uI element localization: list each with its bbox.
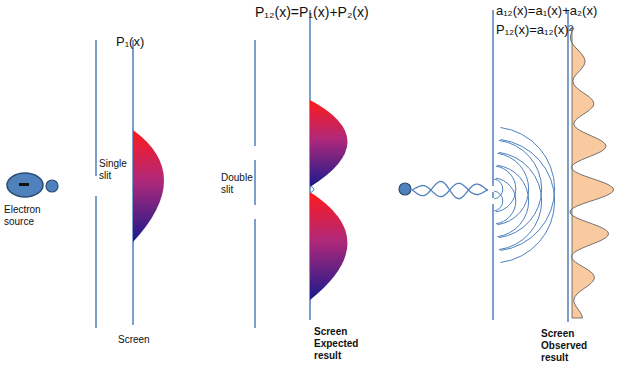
- wave-packet: [412, 182, 488, 199]
- wavefront: [496, 178, 516, 224]
- electron: [399, 183, 411, 195]
- double-slit-barrier: [492, 10, 494, 320]
- wavefronts: [494, 128, 554, 263]
- wavefront: [499, 140, 542, 237]
- expected-distribution: [310, 100, 348, 187]
- wavefront: [494, 191, 503, 211]
- screen: [567, 10, 569, 322]
- formula: P₁₂(x)=a₁₂(x)²: [496, 22, 620, 38]
- electron: [46, 180, 58, 192]
- screen-label: Screen: [118, 334, 168, 346]
- screen-label: Screen Expected result: [314, 326, 366, 362]
- minus-sign: [19, 183, 29, 186]
- formula: P₁₂(x)=P₁(x)+P₂(x): [255, 4, 455, 21]
- interference-pattern: [570, 28, 614, 318]
- expected-distribution: [310, 192, 348, 300]
- single-slit-barrier: [95, 40, 97, 328]
- double-slit-barrier: [254, 40, 256, 328]
- electron-source: [7, 173, 43, 197]
- source-label: Electron source: [4, 204, 60, 228]
- slit-label: Double slit: [221, 172, 254, 196]
- slit-label: Single slit: [99, 158, 131, 182]
- wavefront: [499, 152, 542, 249]
- outline: [310, 186, 314, 193]
- single-slit-distribution: [133, 130, 164, 242]
- wave-line: [412, 182, 488, 199]
- screen-label: Screen Observed result: [541, 328, 601, 364]
- wave-line: [412, 183, 488, 196]
- wavefront: [497, 165, 528, 236]
- wavefront: [501, 140, 555, 263]
- formula: P₁(x): [116, 34, 166, 50]
- formula: a₁₂(x)=a₁(x)+a₂(x): [496, 3, 620, 19]
